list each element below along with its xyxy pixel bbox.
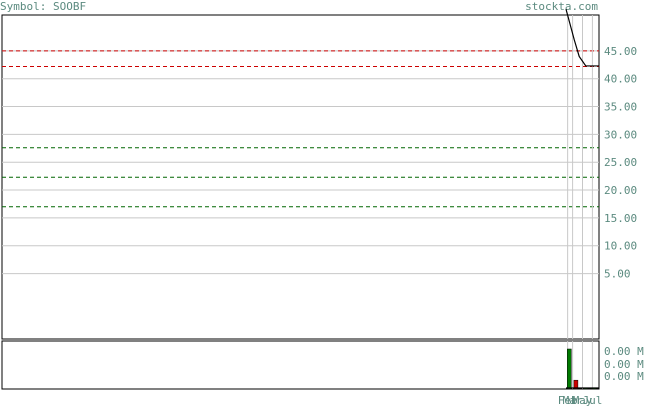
time-tick-label: Jul [582, 394, 602, 406]
time-tick-label: Feb [558, 394, 578, 406]
time-tick-label: Mar [563, 394, 583, 406]
volume-tick-label: 0.00 M [604, 345, 644, 358]
price-tick-label: 20.00 [604, 184, 637, 197]
volume-bar [567, 348, 572, 390]
price-tick-label: 35.00 [604, 101, 637, 114]
price-axis-labels: 5.00 10.00 15.00 20.00 25.00 30.00 35.00 40.00 4… [604, 45, 637, 281]
price-tick-label: 40.00 [604, 73, 637, 86]
price-tick-label: 30.00 [604, 128, 637, 141]
support-resistance-lines [2, 50, 599, 208]
price-tick-label: 25.00 [604, 156, 637, 169]
price-tick-label: 45.00 [604, 45, 637, 58]
price-tick-label: 10.00 [604, 240, 637, 253]
volume-bars [566, 348, 599, 390]
price-grid [2, 50, 599, 275]
volume-bar [573, 379, 579, 390]
volume-axis-labels: 0.00 M0.00 M0.00 M [604, 345, 644, 383]
symbol-label: Symbol: SOOBF [0, 0, 86, 13]
volume-tick-label: 0.00 M [604, 370, 644, 383]
price-tick-label: 5.00 [604, 268, 631, 281]
site-label: stockta.com [525, 0, 598, 13]
volume-panel-border [1, 340, 600, 390]
volume-tick-label: 0.00 M [604, 358, 644, 371]
price-line-group [565, 8, 599, 67]
time-tick-label: May [573, 394, 593, 406]
price-tick-label: 15.00 [604, 212, 637, 225]
price-line [565, 8, 599, 67]
